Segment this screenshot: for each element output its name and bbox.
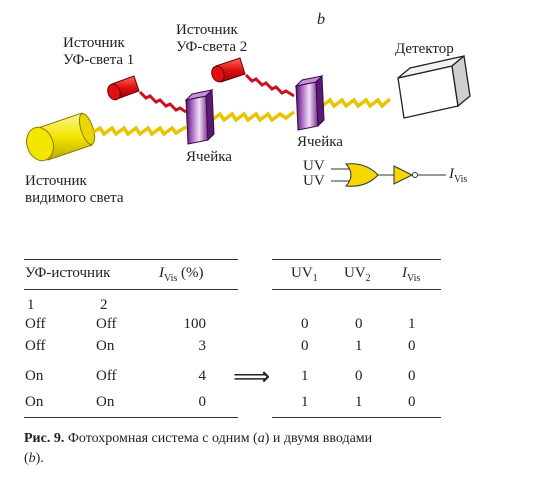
cell-uv2: Off	[96, 316, 117, 332]
cell-uv1: 0	[301, 338, 309, 354]
detector-box	[397, 54, 471, 119]
cell-2-label: Ячейка	[297, 134, 343, 150]
cell-ivis: 4	[198, 368, 207, 384]
cell-ivis: 0	[198, 394, 207, 410]
visible-beam-3	[320, 97, 392, 109]
uv-beam-2	[244, 73, 295, 98]
left-table-bottom-rule	[24, 417, 238, 418]
detector-label: Детектор	[395, 41, 454, 57]
visible-beam-2	[210, 110, 296, 123]
logic-gate	[331, 163, 446, 187]
visible-source-label: Источник видимого света	[25, 173, 124, 206]
uv-source-1-label: Источник УФ-света 1	[63, 35, 135, 68]
right-table-header-uv1: UV1	[291, 265, 318, 284]
cell-uv2: 1	[355, 394, 363, 410]
cell-uv2: 0	[355, 368, 363, 384]
left-table-subheader-2: 2	[100, 297, 108, 313]
cell-ivis: 1	[408, 316, 416, 332]
cell-uv1: 1	[301, 394, 309, 410]
visible-beam-1	[91, 125, 187, 137]
cell-uv1: On	[25, 394, 44, 410]
cell-ivis: 0	[408, 394, 416, 410]
gate-input-1-label: UV	[303, 158, 325, 174]
panel-label-b: b	[317, 11, 325, 28]
gate-input-2-label: UV	[303, 173, 325, 189]
cell-uv2: On	[96, 394, 115, 410]
cell-uv2: On	[96, 338, 115, 354]
right-table-top-rule	[272, 259, 441, 260]
left-table-subheader-1: 1	[27, 297, 35, 313]
cell-ivis: 3	[198, 338, 207, 354]
implies-arrow: ⟹	[233, 362, 271, 392]
right-table-header-ivis: IVis	[402, 265, 421, 284]
cell-2	[294, 74, 325, 131]
cell-uv2: Off	[96, 368, 117, 384]
cell-uv2: 1	[355, 338, 363, 354]
left-table-header-ivis: IVis (%)	[159, 265, 204, 284]
figure-caption: Рис. 9. Фотохромная система с одним (a) …	[24, 431, 373, 466]
left-table-mid-rule	[24, 289, 238, 290]
uv-source-2-label: Источник УФ-света 2	[176, 22, 248, 55]
cell-uv1: Off	[25, 316, 46, 332]
uv-lamp-1	[107, 75, 140, 101]
cell-ivis: 0	[408, 338, 416, 354]
cell-uv1: Off	[25, 338, 46, 354]
cell-uv1: On	[25, 368, 44, 384]
cell-1-label: Ячейка	[186, 149, 232, 165]
cell-uv2: 0	[355, 316, 363, 332]
right-table-mid-rule	[272, 289, 441, 290]
cell-uv1: 1	[301, 368, 309, 384]
uv-lamp-2	[211, 57, 246, 83]
caption-label: Рис. 9.	[24, 431, 65, 446]
right-table-bottom-rule	[272, 417, 441, 418]
right-table-header-uv2: UV2	[344, 265, 371, 284]
visible-light-source	[26, 112, 96, 162]
cell-ivis: 0	[408, 368, 416, 384]
photochromic-diagram	[26, 54, 471, 187]
gate-output-label: IVis	[449, 166, 468, 185]
cell-1	[184, 88, 215, 145]
cell-uv1: 0	[301, 316, 309, 332]
left-table-top-rule	[24, 259, 238, 260]
cell-ivis: 100	[183, 316, 207, 332]
left-table-header-source: УФ-источник	[25, 265, 111, 281]
uv-beam-1	[138, 90, 187, 114]
